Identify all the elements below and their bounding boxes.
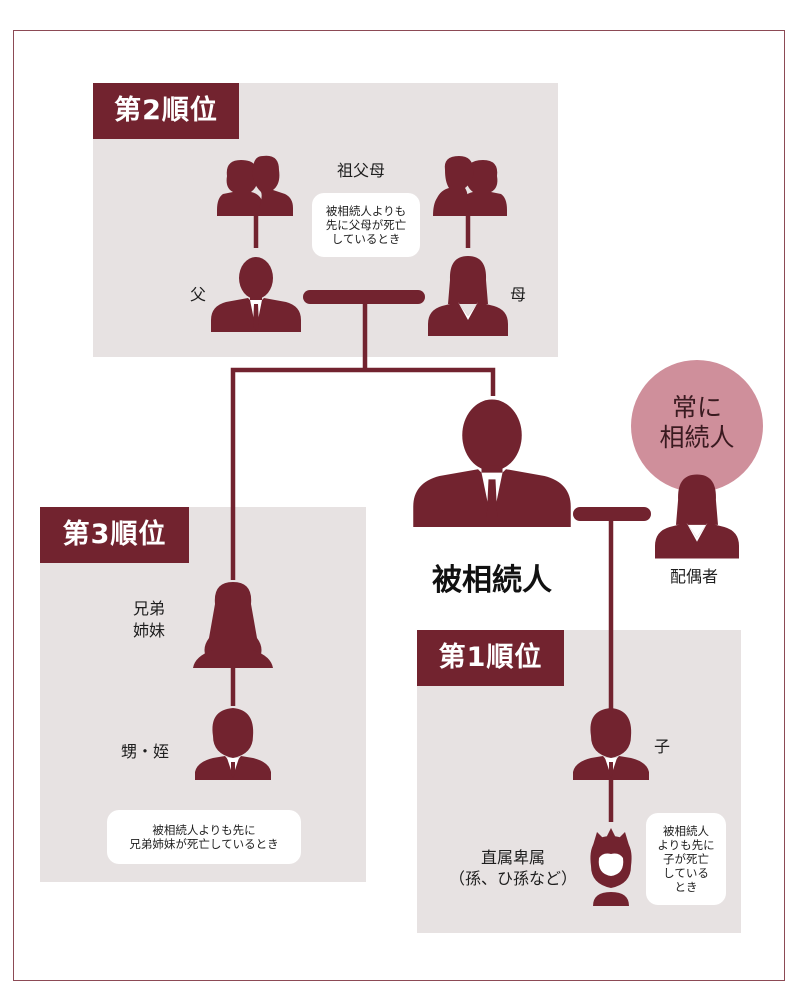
connector-lines <box>230 210 614 822</box>
descendants-label: 直属卑属 （孫、ひ孫など） <box>448 848 577 888</box>
siblings-label: 兄弟 姉妹 <box>132 599 165 640</box>
spouse-label: 配偶者 <box>670 567 719 586</box>
first-rank-badge: 第1順位 <box>417 630 564 686</box>
third-rank-badge: 第3順位 <box>40 507 189 563</box>
decedent-label: 被相続人 <box>432 563 552 598</box>
nephew-niece-label: 甥・姪 <box>121 742 170 761</box>
children-predeceased-note: 被相続人 よりも先に 子が死亡 している とき <box>646 813 726 905</box>
sibling-icon <box>193 582 273 668</box>
siblings-predeceased-note: 被相続人よりも先に 兄弟姉妹が死亡しているとき <box>107 810 301 864</box>
second-rank-badge: 第2順位 <box>93 83 239 139</box>
mother-label: 母 <box>510 285 527 304</box>
child-icon <box>573 708 649 780</box>
grandchild-icon <box>590 828 632 906</box>
spouse-icon <box>655 474 739 559</box>
diagram-frame <box>13 30 785 981</box>
parents-predeceased-note: 被相続人よりも 先に父母が死亡 しているとき <box>312 193 420 257</box>
always-heir-label: 常に 相続人 <box>659 393 735 452</box>
grandparents-right-icon <box>433 156 507 216</box>
grandparents-left-icon <box>217 155 293 216</box>
father-label: 父 <box>190 285 207 304</box>
always-heir-circle <box>631 360 763 492</box>
grandparents-label: 祖父母 <box>337 161 386 180</box>
mother-icon <box>428 256 508 336</box>
decedent-icon <box>413 399 571 527</box>
father-icon <box>211 257 301 332</box>
child-label: 子 <box>654 737 671 756</box>
nephew-niece-icon <box>195 708 271 780</box>
